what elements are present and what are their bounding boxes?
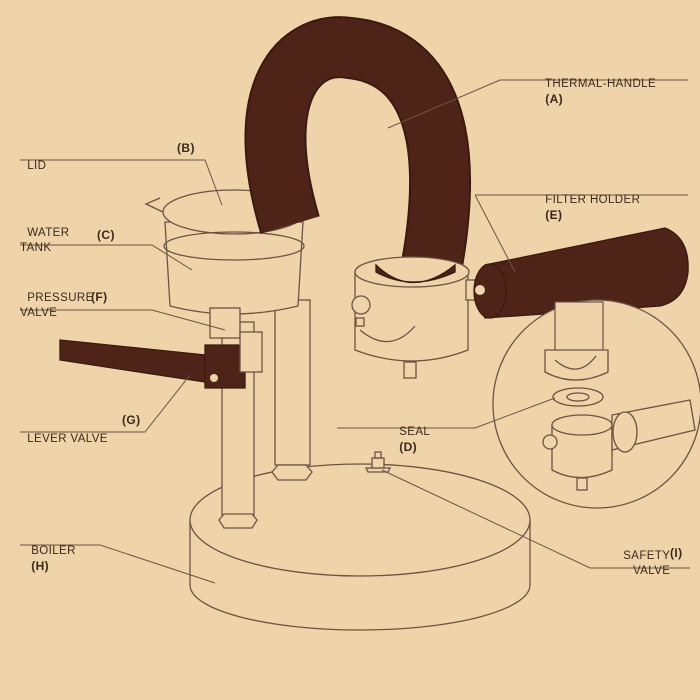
water-tank-part: [144, 189, 306, 339]
label-thermal-handle-text: THERMAL-HANDLE: [544, 78, 657, 90]
label-lever-valve-code: (G): [122, 413, 141, 427]
label-water-tank-code: (C): [97, 228, 115, 242]
label-lever-valve: LEVER VALVE: [20, 417, 108, 447]
label-pressure-valve-text: PRESSURE VALVE: [20, 292, 94, 319]
label-filter-holder-text: FILTER HOLDER: [545, 194, 641, 206]
label-pressure-valve-code: (F): [91, 290, 108, 304]
label-seal-text: SEAL: [399, 426, 431, 438]
label-water-tank-text: WATER TANK: [20, 227, 70, 254]
label-seal: SEAL (D): [392, 410, 430, 456]
filter-handle-part: [473, 227, 689, 319]
label-safety-valve-code: (I): [670, 546, 683, 560]
label-seal-code: (D): [399, 440, 418, 454]
label-pressure-valve: PRESSURE VALVE: [20, 276, 94, 321]
filter-holder-part: [351, 256, 487, 379]
label-filter-holder-code: (E): [545, 208, 563, 222]
label-lid: LID: [20, 144, 46, 174]
label-filter-holder: FILTER HOLDER (E): [538, 178, 640, 224]
label-lever-valve-text: LEVER VALVE: [27, 433, 108, 445]
lever-valve-part: [59, 331, 263, 389]
label-safety-valve: SAFETY VALVE: [616, 534, 670, 579]
label-thermal-handle-code: (A): [545, 92, 564, 106]
label-lid-code: (B): [177, 141, 195, 155]
label-safety-valve-text: SAFETY VALVE: [623, 550, 671, 577]
label-boiler-code: (H): [31, 559, 50, 573]
safety-valve-part: [364, 451, 392, 473]
seal-detail-inset: [492, 299, 700, 509]
label-boiler-text: BOILER: [31, 545, 76, 557]
label-water-tank: WATER TANK: [20, 211, 69, 256]
label-boiler: BOILER (H): [24, 529, 76, 575]
thermal-handle-part: [244, 16, 472, 281]
columns: [218, 299, 313, 529]
leader-lines: [20, 79, 690, 584]
label-lid-text: LID: [27, 160, 47, 172]
label-thermal-handle: THERMAL-HANDLE (A): [538, 62, 656, 108]
boiler-part: [189, 463, 531, 631]
